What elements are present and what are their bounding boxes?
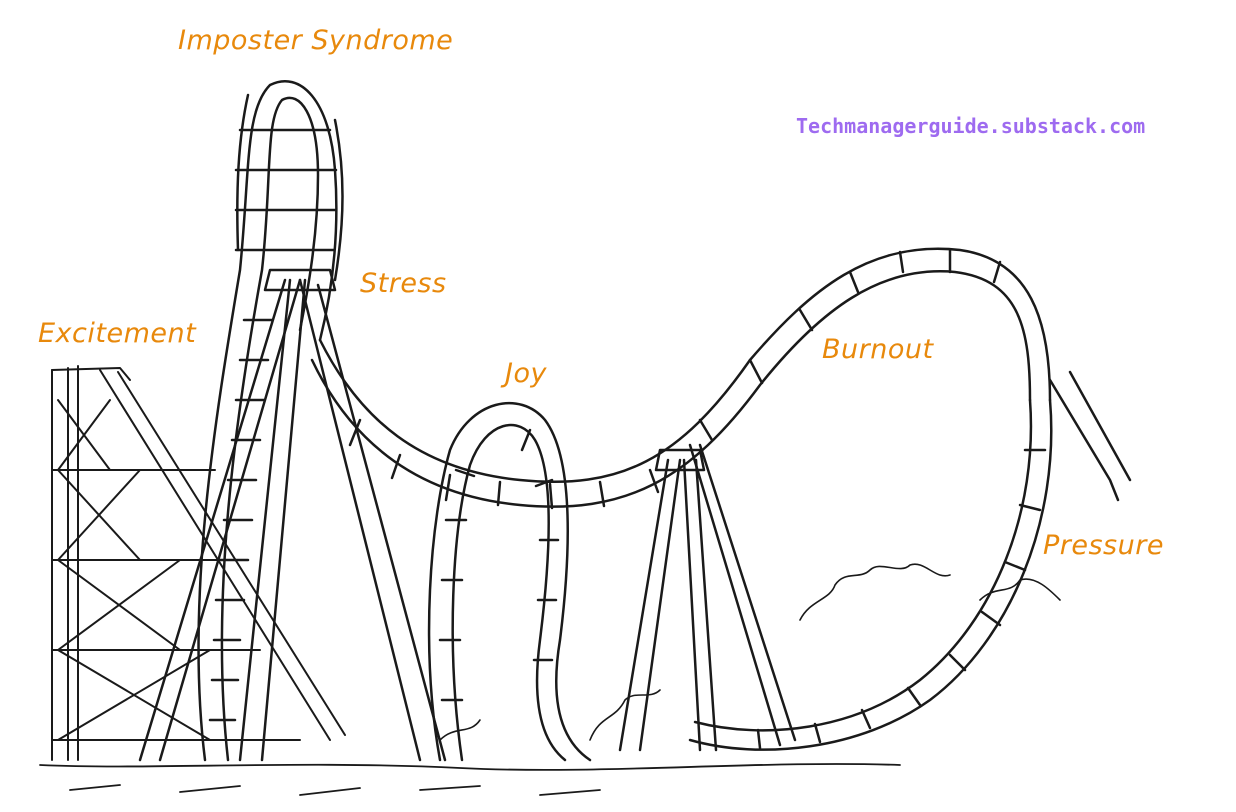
label-stress: Stress	[360, 268, 447, 299]
shrubs	[440, 564, 1060, 740]
label-pressure: Pressure	[1043, 530, 1164, 561]
label-imposter-syndrome: Imposter Syndrome	[178, 25, 453, 56]
small-loop	[429, 403, 590, 760]
watermark-url: Techmanagerguide.substack.com	[796, 114, 1145, 138]
ground	[40, 764, 900, 795]
label-joy: Joy	[505, 358, 547, 389]
support-pylons-center	[620, 445, 795, 750]
label-excitement: Excitement	[38, 318, 196, 349]
label-burnout: Burnout	[822, 334, 934, 365]
